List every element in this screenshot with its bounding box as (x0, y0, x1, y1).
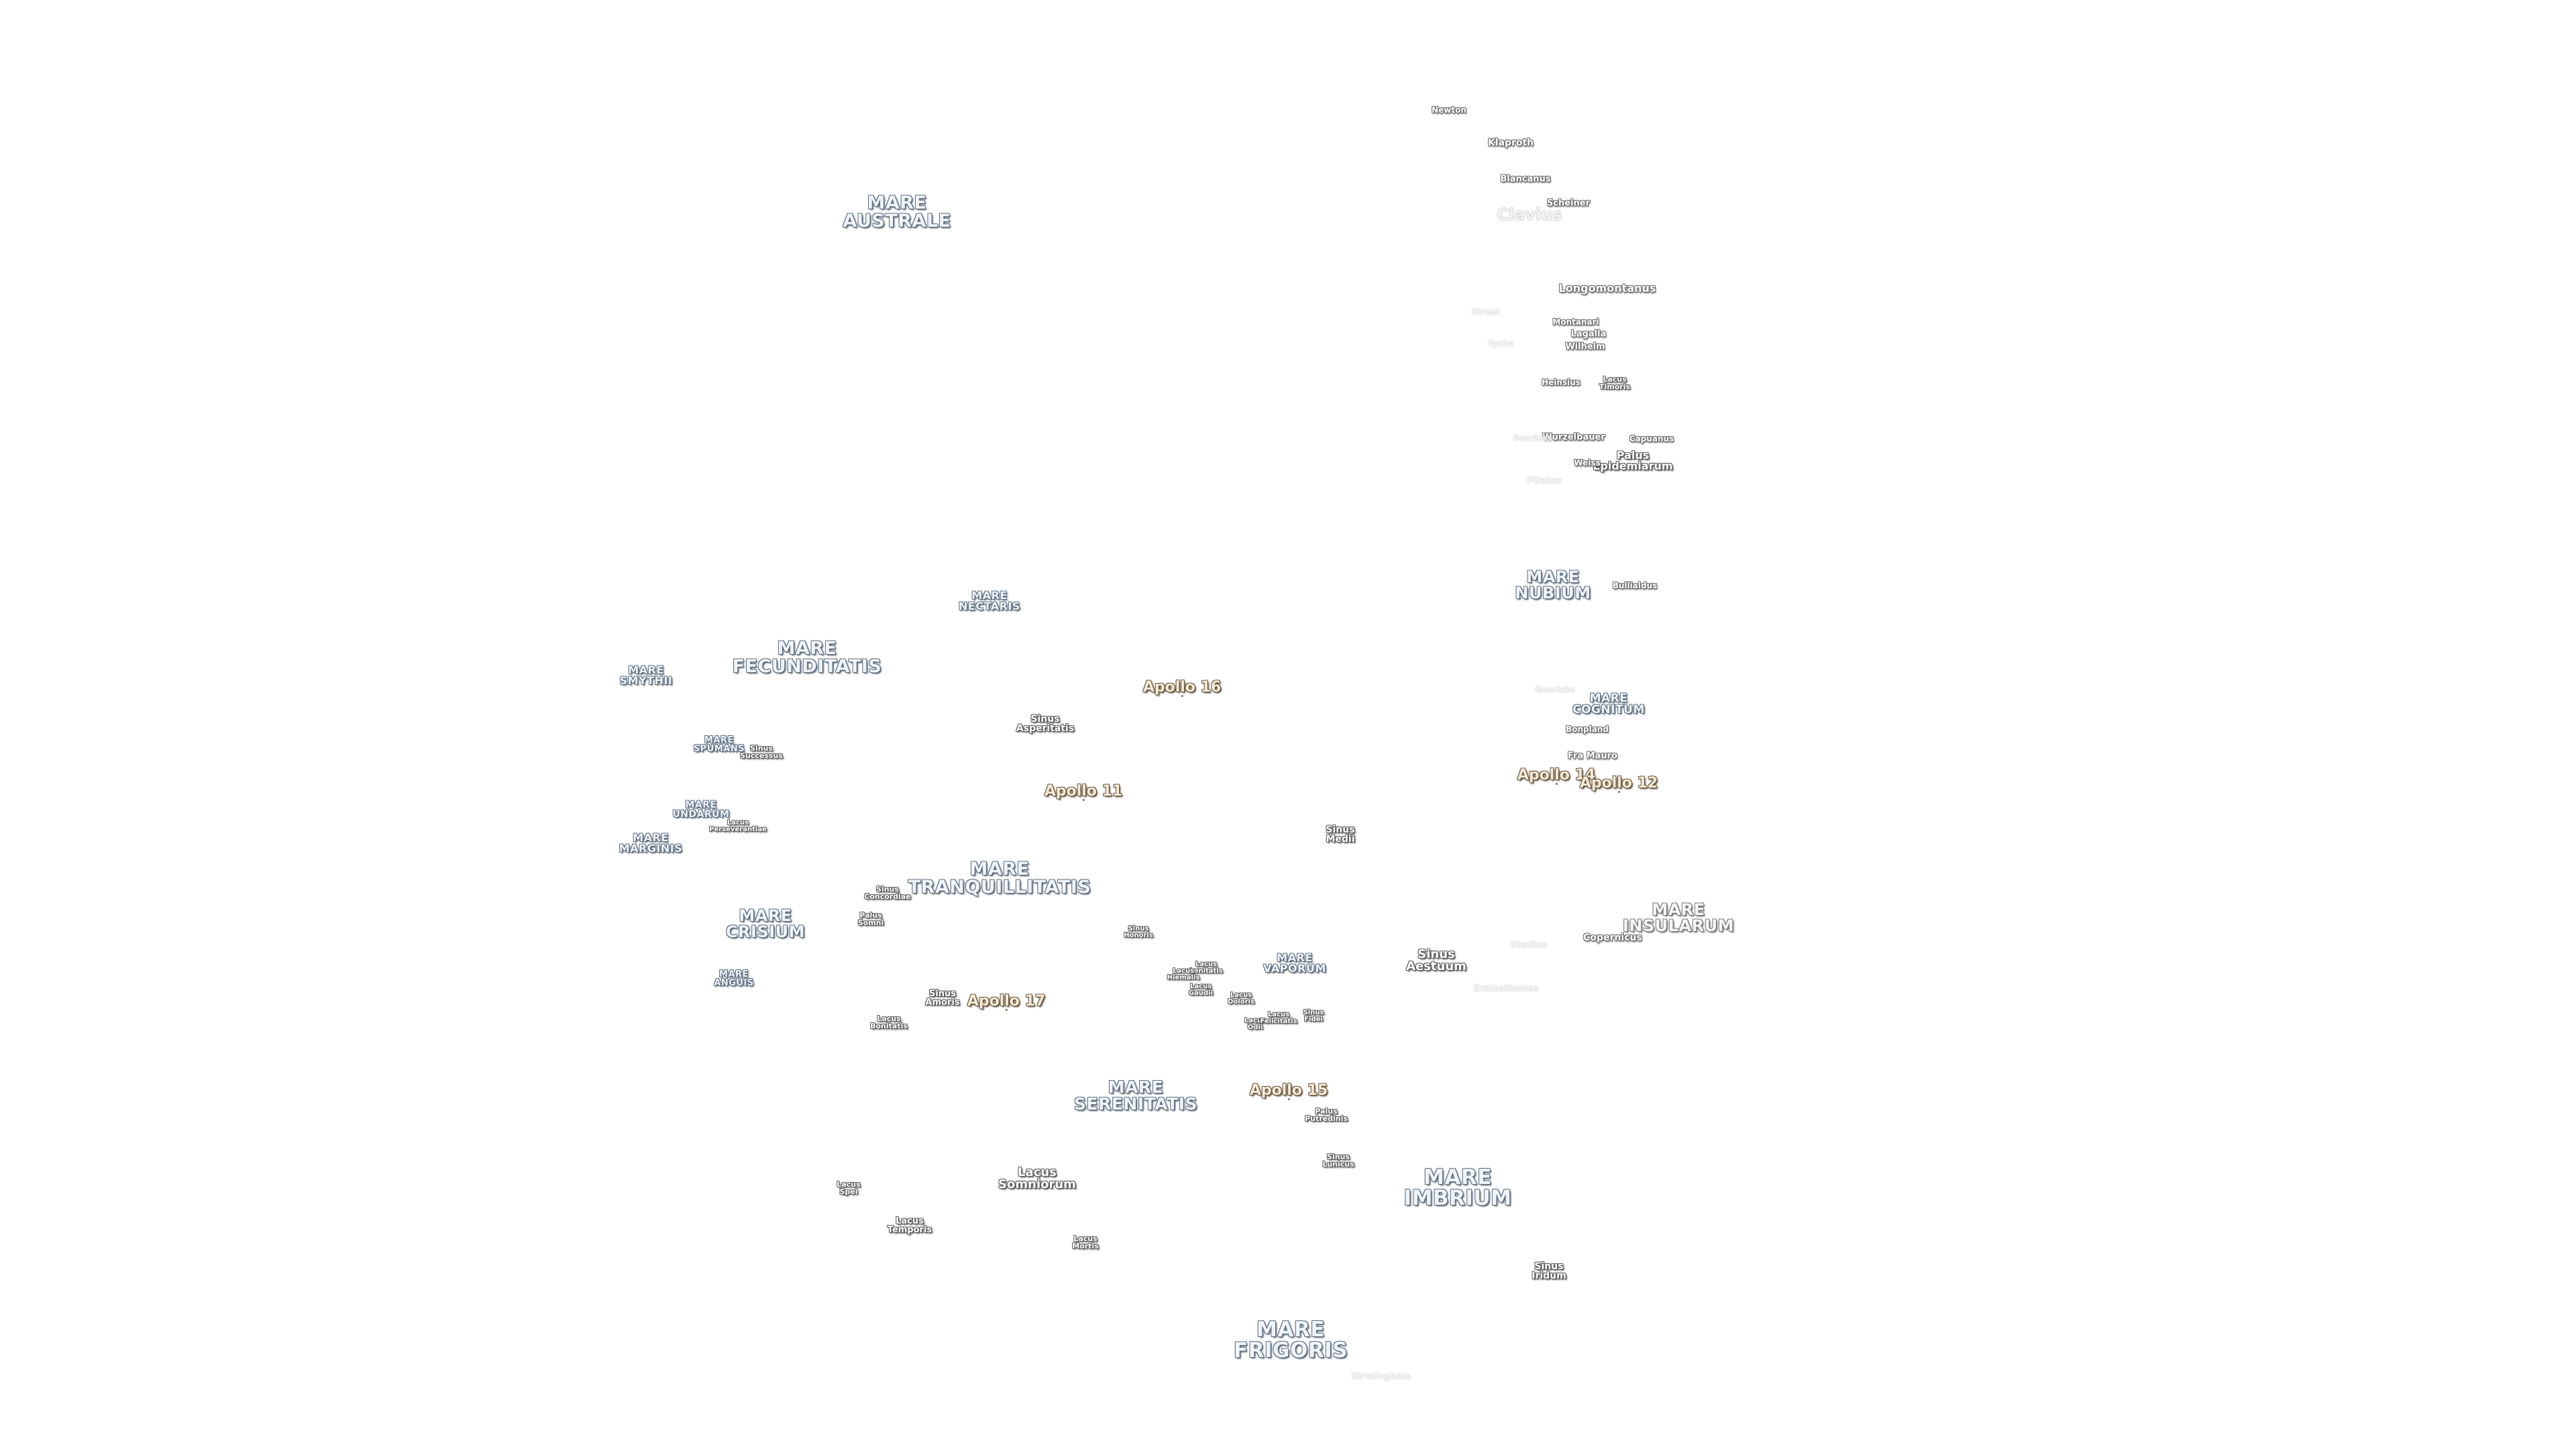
label-mare-anguis: MARE ANGUIS (714, 969, 754, 988)
label-crater-klaproth: Klaproth (1487, 138, 1534, 148)
label-sinus-iridum: Sinus Iridum (1532, 1261, 1566, 1281)
label-lacus-odii: Lacus Odii (1244, 1017, 1267, 1031)
marker-apollo-15[interactable]: Apollo 15 (1249, 1082, 1328, 1100)
label-crater-street: Street (1471, 307, 1501, 317)
label-sinus-asperitatis: Sinus Asperitatis (1016, 714, 1075, 734)
label-crater-newton: Newton (1432, 105, 1466, 115)
label-sinus-amoris: Sinus Amoris (925, 989, 960, 1008)
landing-site-dot (1555, 783, 1558, 785)
label-mare-crisium: MARE CRISIUM (725, 906, 806, 941)
label-lacus-spei: Lacus Spei (837, 1180, 861, 1196)
landing-site-dot (1617, 791, 1620, 793)
label-lacus-lenitatis: Lacus Lenitatis (1189, 961, 1223, 975)
label-mare-serenitatis: MARE SERENITATIS (1073, 1077, 1198, 1114)
label-mare-marginis: MARE MARGINIS (619, 831, 683, 855)
label-crater-bullialdus: Bullialdus (1612, 581, 1658, 590)
label-crater-weiss: Weiss (1574, 458, 1601, 468)
label-lacus-hiemalis: Lacus Hiemalis (1167, 967, 1200, 981)
label-sinus-medii: Sinus Medii (1326, 824, 1355, 845)
label-lacus-perseverantiae: Lacus Perseverantiae (709, 819, 767, 833)
label-palus-epidemiarum: Palus Epidemiarum (1593, 449, 1673, 472)
label-crater-birmingham: Birmingham (1351, 1371, 1411, 1382)
apollo-16-label: Apollo 16 (1142, 679, 1222, 696)
label-sinus-concordiae: Sinus Concordiae (864, 885, 911, 901)
label-mare-insularum: MARE INSULARUM (1622, 900, 1735, 935)
label-crater-gauricus: Gauricus (1513, 433, 1553, 443)
marker-apollo-12[interactable]: Apollo 12 (1579, 775, 1658, 793)
label-crater-lagalla: Lagalla (1570, 329, 1607, 339)
label-crater-scheiner: Scheiner (1546, 198, 1591, 209)
label-palus-putredinis: Palus Putredinis (1305, 1107, 1348, 1123)
label-lacus-bonitatis: Lacus Bonitatis (870, 1014, 908, 1030)
label-lacus-felicitatis: Lacus Felicitatis (1260, 1011, 1297, 1025)
label-sinus-fidei: Sinus Fidei (1303, 1009, 1324, 1023)
label-mare-imbrium: MARE IMBRIUM (1403, 1165, 1512, 1210)
label-mare-tranquillitatis: MARE TRANQUILLITATIS (908, 859, 1091, 898)
label-mare-smythii: MARE SMYTHII (619, 663, 673, 687)
label-mare-vaporum: MARE VAPORUM (1263, 951, 1326, 975)
label-mare-fecunditatis: MARE FECUNDITATIS (732, 638, 882, 677)
label-crater-pitatus: Pitatus (1526, 476, 1562, 486)
marker-apollo-17[interactable]: Apollo 17 (967, 993, 1046, 1011)
label-lacus-somniorum: Lacus Somniorum (998, 1165, 1076, 1191)
label-crater-clavius: Clavius (1497, 205, 1562, 224)
label-mare-spumans: MARE SPUMANS (693, 735, 745, 754)
label-crater-blancanus: Blancanus (1500, 174, 1551, 184)
label-sinus-honoris: Sinus Honoris (1124, 925, 1153, 939)
label-crater-fra-mauro: Fra Mauro (1567, 751, 1618, 761)
label-crater-longomontanus: Longomontanus (1558, 282, 1656, 294)
label-crater-stadius: Stadius (1510, 940, 1548, 951)
label-mare-cognitum: MARE COGNITUM (1572, 692, 1645, 716)
marker-apollo-16[interactable]: Apollo 16 (1142, 679, 1222, 697)
label-mare-frigoris: MARE FRIGORIS (1233, 1318, 1348, 1362)
label-sinus-lunicus: Sinus Lunicus (1322, 1152, 1354, 1169)
label-crater-wurzelbauer: Wurzelbauer (1542, 432, 1605, 443)
label-sinus-aestuum: Sinus Aestuum (1406, 947, 1466, 973)
landing-site-dot (1082, 799, 1085, 801)
label-crater-wilhelm: Wilhelm (1565, 341, 1605, 352)
label-lacus-mortis: Lacus Mortis (1072, 1234, 1099, 1250)
apollo-14-label: Apollo 14 (1517, 767, 1596, 784)
marker-apollo-14[interactable]: Apollo 14 (1517, 767, 1596, 785)
landing-site-dot (1287, 1098, 1290, 1100)
apollo-11-label: Apollo 11 (1044, 783, 1123, 800)
label-lacus-gaudii: Lacus Gaudii (1188, 983, 1214, 997)
landing-site-dot (1005, 1009, 1008, 1011)
label-crater-montanari: Montanari (1552, 317, 1599, 327)
label-mare-nectaris: MARE NECTARIS (959, 589, 1020, 612)
label-crater-heinsius: Heinsius (1542, 378, 1580, 387)
label-crater-tycho: Tycho (1487, 339, 1514, 348)
label-sinus-successus: Sinus Successus (740, 744, 783, 760)
apollo-17-label: Apollo 17 (967, 993, 1046, 1010)
label-lacus-doloris: Lacus Doloris (1228, 991, 1254, 1006)
apollo-15-label: Apollo 15 (1249, 1082, 1328, 1099)
label-lacus-temporis: Lacus Temporis (887, 1216, 932, 1235)
label-crater-bonpland: Bonpland (1566, 724, 1609, 734)
label-palus-somni: Palus Somni (857, 911, 884, 927)
marker-apollo-11[interactable]: Apollo 11 (1044, 783, 1123, 801)
label-crater-eratosthenes: Eratosthenes (1473, 983, 1539, 994)
apollo-12-label: Apollo 12 (1579, 775, 1658, 792)
label-crater-guericke: Guericke (1535, 685, 1575, 694)
label-lacus-timoris: Lacus Timoris (1599, 375, 1631, 391)
label-mare-australe: MARE AUSTRALE (843, 193, 951, 231)
label-mare-undarum: MARE UNDARUM (672, 800, 730, 820)
label-crater-copernicus: Copernicus (1583, 932, 1642, 943)
landing-site-dot (1181, 695, 1183, 697)
label-mare-nubium: MARE NUBIUM (1515, 568, 1591, 602)
label-crater-capuanus: Capuanus (1629, 434, 1674, 443)
